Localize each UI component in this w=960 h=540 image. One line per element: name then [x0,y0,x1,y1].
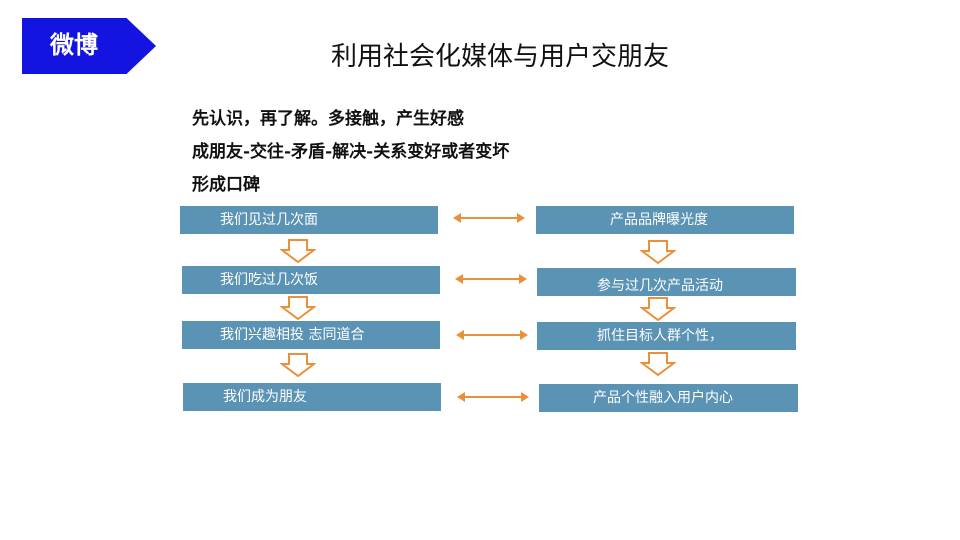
right-step-3-label: 抓住目标人群个性， [597,328,723,344]
down-arrow-icon [640,240,676,264]
down-arrow-icon [640,352,676,376]
left-step-3: 我们兴趣相投 志同道合 [182,321,440,349]
intro-line-2: 成朋友-交往-矛盾-解决-关系变好或者变坏 [192,142,510,162]
double-arrow-icon [456,330,528,340]
section-tag-label: 微博 [50,31,98,59]
left-step-1: 我们见过几次面 [180,206,438,234]
right-step-2: 参与过几次产品活动 [537,268,796,296]
left-step-2: 我们吃过几次饭 [182,266,440,294]
left-step-2-label: 我们吃过几次饭 [220,272,318,288]
slide-title: 利用社会化媒体与用户交朋友 [330,42,669,72]
right-step-2-label: 参与过几次产品活动 [597,278,723,294]
left-step-4: 我们成为朋友 [183,383,441,411]
right-step-1: 产品品牌曝光度 [536,206,794,234]
down-arrow-icon [280,296,316,320]
double-arrow-icon [457,392,529,402]
right-step-1-label: 产品品牌曝光度 [610,212,708,228]
section-tag: 微博 [22,18,156,74]
intro-line-3: 形成口碑 [192,175,260,195]
right-step-4-label: 产品个性融入用户内心 [593,390,733,406]
down-arrow-icon [280,353,316,377]
intro-line-1: 先认识，再了解。多接触，产生好感 [192,109,464,129]
right-step-4: 产品个性融入用户内心 [539,384,798,412]
down-arrow-icon [280,239,316,263]
left-step-4-label: 我们成为朋友 [223,389,307,405]
down-arrow-icon [640,297,676,321]
right-step-3: 抓住目标人群个性， [537,322,796,350]
double-arrow-icon [455,274,527,284]
left-step-3-label: 我们兴趣相投 志同道合 [220,327,365,343]
double-arrow-icon [453,213,525,223]
left-step-1-label: 我们见过几次面 [220,212,318,228]
